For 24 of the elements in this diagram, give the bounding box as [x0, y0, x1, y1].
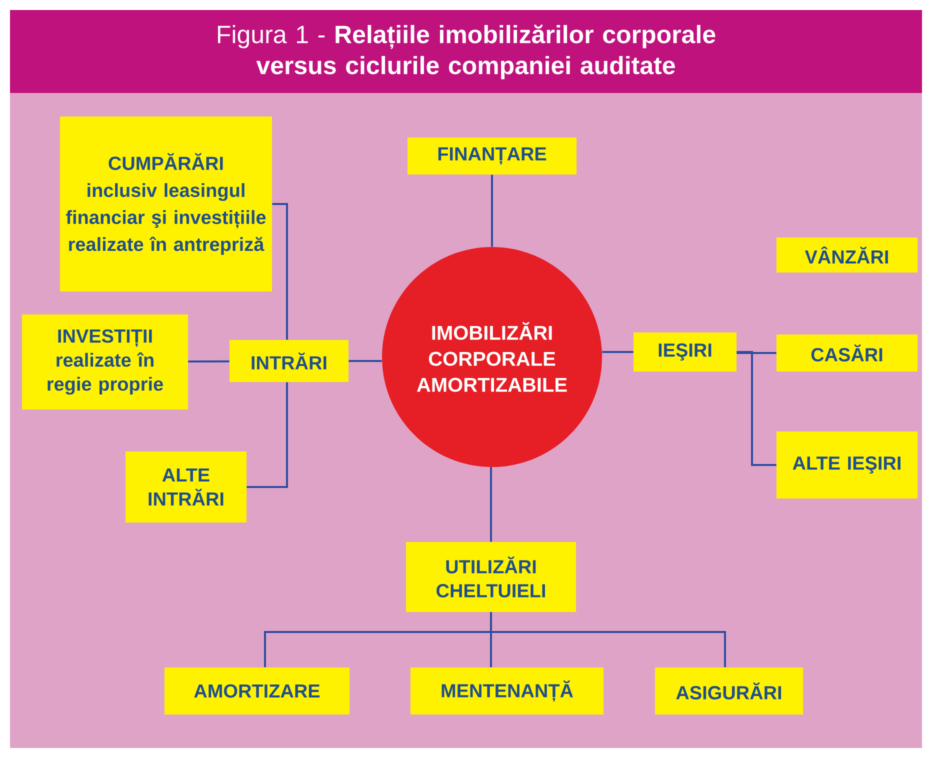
label-box: AMORTIZARE — [164, 668, 350, 714]
label-box: ASIGURĂRI — [655, 668, 804, 714]
title-banner: Figura 1 - Relațiile imobilizărilor corporale versus ciclurile companiei auditate — [10, 10, 922, 93]
label-box: ALTE INTRĂRI — [126, 452, 246, 522]
connector-line — [348, 360, 382, 362]
connector-line — [736, 352, 776, 354]
connector-line — [490, 612, 726, 668]
connector-line — [246, 382, 288, 488]
label-box: FINANȚARE — [408, 138, 576, 174]
label-box: ALTE IEŞIRI — [776, 432, 918, 498]
connector-line — [188, 360, 230, 363]
connector-line — [736, 351, 776, 466]
label-box: IEŞIRI — [634, 332, 736, 372]
label-box: VÂNZĂRI — [776, 238, 918, 272]
connector-line — [491, 174, 493, 247]
connector-line — [602, 351, 634, 353]
label-box: CASĂRI — [776, 334, 918, 372]
connector-line — [490, 466, 492, 542]
label-box: UTILIZĂRI CHELTUIELI — [406, 542, 576, 612]
label-box: CUMPĂRĂRI inclusiv leasingul financiar şi investițiile realizate în antrepriză — [60, 116, 272, 292]
label-box: MENTENANȚĂ — [410, 668, 604, 714]
connector-line — [272, 203, 288, 340]
label-box: INTRĂRI — [230, 340, 348, 382]
label-box: INVESTIȚII realizate în regie proprie — [22, 314, 188, 410]
